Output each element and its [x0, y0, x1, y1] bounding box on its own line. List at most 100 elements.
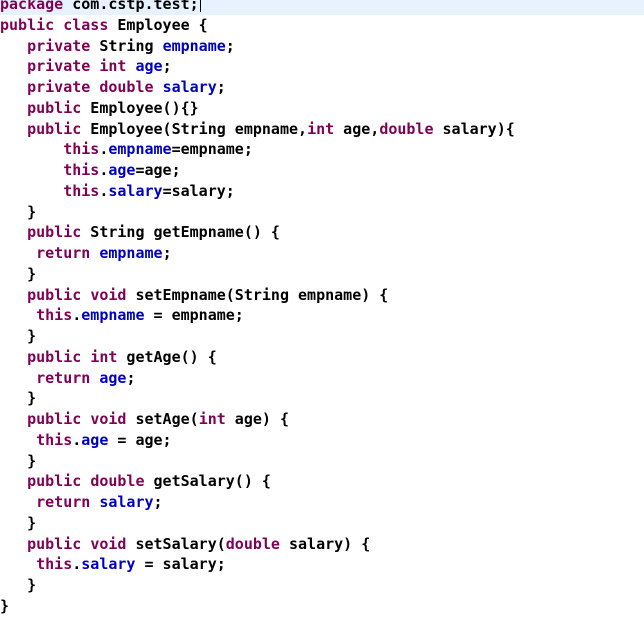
code-token: . — [72, 555, 82, 574]
code-line[interactable]: public String getEmpname() { — [0, 222, 644, 243]
code-line[interactable]: public void setSalary(double salary) { — [0, 534, 644, 555]
code-token — [0, 555, 36, 573]
code-token: . — [99, 181, 109, 200]
code-line[interactable]: private double salary; — [0, 77, 644, 98]
code-token: } — [0, 389, 37, 408]
code-token: . — [99, 161, 109, 179]
field-token: age — [108, 161, 136, 179]
field-token: empname — [162, 36, 226, 55]
keyword-token: public — [27, 347, 82, 366]
code-token — [0, 182, 63, 200]
keyword-token: return — [36, 368, 91, 387]
code-token: salary) { — [279, 534, 371, 553]
code-token: } — [0, 596, 10, 615]
keyword-token: double — [379, 119, 434, 138]
keyword-token: this — [36, 306, 73, 325]
keyword-token: private — [27, 78, 91, 96]
code-line[interactable]: return age; — [0, 368, 644, 389]
code-token — [81, 410, 90, 428]
keyword-token: public — [27, 285, 82, 304]
code-line[interactable]: private int age; — [0, 56, 644, 77]
code-line[interactable]: } — [0, 264, 644, 285]
code-line[interactable]: public int getAge() { — [0, 347, 644, 368]
code-token: age, — [334, 119, 380, 138]
code-token: } — [0, 451, 37, 470]
code-token: =empname; — [171, 140, 253, 159]
code-line[interactable]: this.salary=salary; — [0, 181, 644, 202]
code-token — [0, 140, 63, 158]
code-line[interactable]: public Employee(String empname,int age,d… — [0, 119, 644, 140]
code-token: } — [0, 327, 37, 345]
code-token: } — [0, 202, 37, 221]
code-line[interactable]: } — [0, 202, 644, 223]
code-token — [0, 223, 27, 241]
code-line[interactable]: this.age=age; — [0, 160, 644, 181]
code-line[interactable]: this.salary = salary; — [0, 554, 644, 575]
code-line[interactable]: this.empname = empname; — [0, 305, 644, 326]
code-line[interactable]: this.empname=empname; — [0, 139, 644, 160]
code-token: = salary; — [135, 555, 226, 574]
code-line[interactable]: private String empname; — [0, 36, 644, 57]
code-line[interactable]: } — [0, 451, 644, 472]
code-line[interactable]: public Employee(){} — [0, 98, 644, 119]
keyword-token: this — [36, 555, 73, 574]
keyword-token: int — [198, 410, 226, 428]
code-token — [0, 410, 27, 428]
code-token — [0, 369, 36, 387]
code-token — [0, 348, 27, 366]
code-token: age) { — [225, 410, 289, 428]
code-line[interactable]: public class Employee { — [0, 15, 644, 36]
code-token — [90, 78, 99, 96]
code-line[interactable]: this.age = age; — [0, 430, 644, 451]
code-line[interactable]: public void setEmpname(String empname) { — [0, 285, 644, 306]
code-token: = age; — [108, 430, 172, 449]
keyword-token: public — [27, 410, 82, 428]
code-token: String getEmpname() { — [81, 223, 280, 242]
keyword-token: double — [225, 534, 280, 553]
keyword-token: public — [27, 472, 82, 491]
keyword-token: double — [90, 472, 145, 491]
keyword-token: this — [63, 181, 100, 200]
code-token — [90, 244, 99, 262]
code-token: getAge() { — [117, 347, 217, 366]
code-token: String — [90, 36, 163, 55]
code-line[interactable]: } — [0, 388, 644, 409]
keyword-token: return — [36, 493, 91, 511]
code-token: Employee { — [108, 15, 208, 34]
code-line[interactable]: return salary; — [0, 492, 644, 513]
keyword-token: void — [90, 285, 127, 304]
field-token: empname — [108, 140, 172, 159]
code-token: =salary; — [162, 181, 235, 200]
keyword-token: public — [27, 534, 82, 553]
keyword-token: private — [27, 57, 91, 76]
keyword-token: return — [36, 244, 91, 262]
code-token: . — [72, 430, 82, 449]
code-token — [81, 472, 90, 490]
code-token: com.cstp.test; — [63, 0, 199, 13]
code-line[interactable]: public double getSalary() { — [0, 471, 644, 492]
keyword-token: void — [90, 534, 127, 553]
code-token — [54, 16, 63, 34]
field-token: salary — [108, 181, 163, 200]
keyword-token: class — [63, 15, 109, 34]
code-line[interactable]: } — [0, 326, 644, 347]
keyword-token: package — [0, 0, 64, 13]
code-token: setAge( — [126, 410, 199, 428]
code-token: } — [0, 264, 37, 283]
code-token — [90, 369, 99, 387]
keyword-token: double — [99, 78, 154, 96]
code-token — [0, 57, 27, 75]
code-token: . — [99, 140, 109, 159]
keyword-token: public — [27, 119, 82, 138]
keyword-token: this — [36, 430, 73, 449]
code-token — [0, 431, 36, 449]
code-line[interactable]: } — [0, 513, 644, 534]
code-line[interactable]: } — [0, 575, 644, 596]
code-line[interactable]: package com.cstp.test; — [0, 0, 644, 15]
code-line[interactable]: return empname; — [0, 243, 644, 264]
code-line[interactable]: public void setAge(int age) { — [0, 409, 644, 430]
field-token: salary — [162, 78, 217, 96]
code-line[interactable]: } — [0, 596, 644, 617]
